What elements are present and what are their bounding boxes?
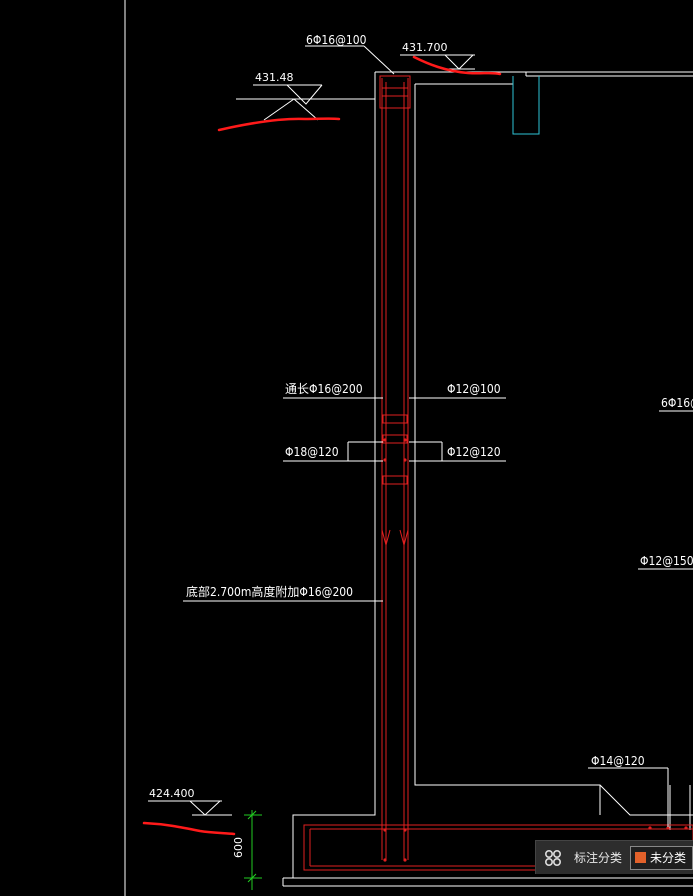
category-label: 标注分类 <box>574 851 623 865</box>
label-vert-rebar-right: Φ12@100 <box>447 382 501 396</box>
elevation-marker-bottom-left <box>148 800 232 816</box>
cyan-beam-detail <box>512 76 540 135</box>
annotation-toolbar: 标注分类 未分类 <box>535 840 693 874</box>
label-right-edge-mid: Φ12@150 <box>640 554 693 568</box>
dimension-600 <box>244 810 262 890</box>
category-select[interactable]: 未分类 <box>630 845 693 870</box>
label-bottom-right-rebar: Φ14@120 <box>591 754 645 768</box>
label-elev-top-right: 431.700 <box>402 41 448 54</box>
elevation-marker-top-left <box>236 84 375 121</box>
category-color-swatch <box>635 852 647 863</box>
label-mid-rebar-left: Φ18@120 <box>285 445 339 459</box>
label-elev-top-left: 431.48 <box>255 71 294 84</box>
label-vert-rebar-left: 通长Φ16@200 <box>285 382 363 396</box>
label-right-edge-top: 6Φ16@ <box>661 396 693 410</box>
rebar-dots <box>383 438 688 862</box>
category-value: 未分类 <box>650 851 687 865</box>
wall-outline <box>282 71 693 887</box>
label-bottom-additional: 底部2.700m高度附加Φ16@200 <box>186 584 353 599</box>
grid-menu-icon[interactable] <box>544 848 562 868</box>
leader-lines <box>183 45 693 827</box>
label-elev-bottom-left: 424.400 <box>149 787 195 800</box>
label-dim-600: 600 <box>232 837 245 858</box>
markup-strokes <box>142 55 502 836</box>
rebar-lines <box>303 75 693 871</box>
label-top-rebar: 6Φ16@100 <box>306 33 367 47</box>
label-mid-rebar-right: Φ12@120 <box>447 445 501 459</box>
